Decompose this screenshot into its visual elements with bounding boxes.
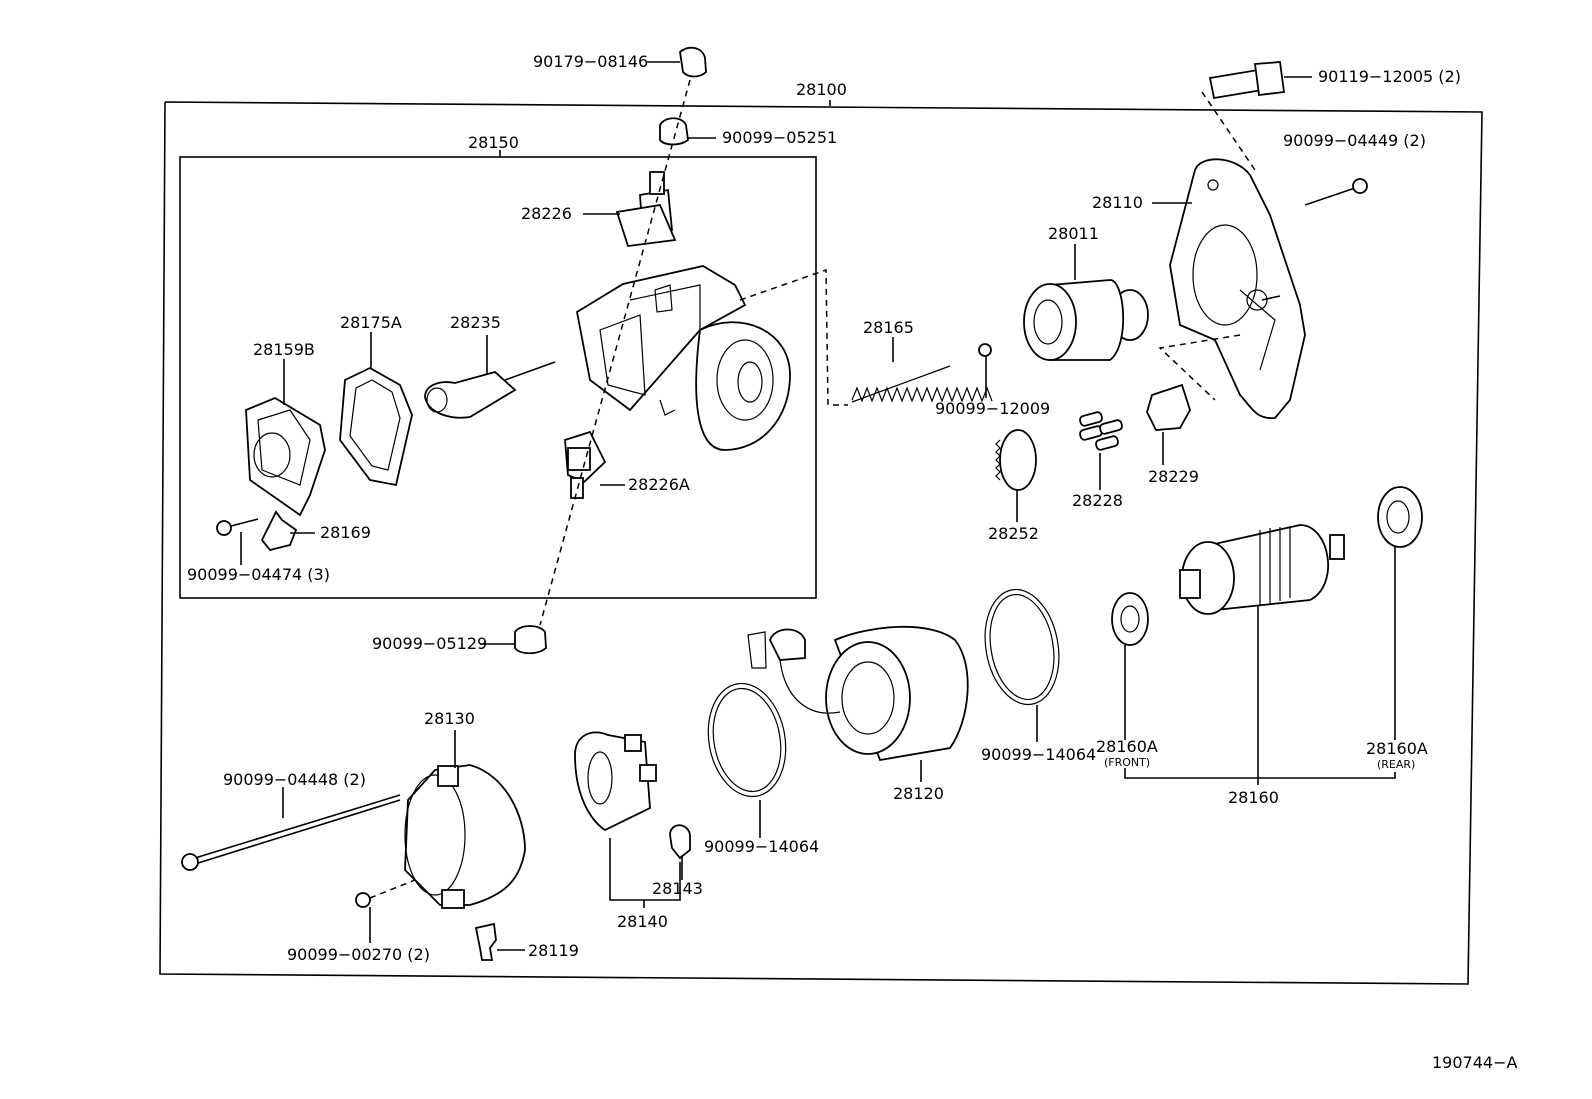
solenoid-housing — [575, 265, 791, 451]
bolt-90099-04449 — [1304, 178, 1368, 206]
solenoid-group-frame-28150 — [179, 150, 817, 599]
end-cover-28159B — [245, 396, 326, 517]
label-28110: 28110 — [1092, 193, 1143, 212]
label-28226A: 28226A — [628, 475, 690, 494]
label-28160A-rear: 28160A — [1366, 739, 1428, 758]
screw-90099-04474 — [216, 518, 259, 536]
clutch-28011 — [1023, 279, 1149, 361]
label-28130: 28130 — [424, 709, 475, 728]
label-28160: 28160 — [1228, 788, 1279, 807]
label-28229: 28229 — [1148, 467, 1199, 486]
bearing-28160A-front — [1111, 592, 1149, 646]
dashed-guide-solenoid-spring — [739, 268, 848, 406]
leader-lines — [240, 61, 1396, 951]
nut-90099-05251 — [659, 117, 689, 146]
spring-clip-28143 — [669, 824, 691, 860]
label-28160A-front: 28160A — [1096, 737, 1158, 756]
clip-28169 — [260, 510, 298, 552]
label-28252: 28252 — [988, 524, 1039, 543]
label-90099-05129: 90099−05129 — [372, 634, 487, 653]
label-28159B: 28159B — [253, 340, 315, 359]
label-90099-04474: 90099−04474 (3) — [187, 565, 330, 584]
screw-90099-00270 — [355, 879, 416, 908]
spring-28165 — [851, 365, 993, 403]
rollers-28228 — [1079, 411, 1123, 451]
housing-28110 — [1169, 158, 1306, 419]
ball-90099-12009 — [978, 343, 992, 357]
end-frame-28130 — [404, 764, 526, 909]
yoke-28120 — [747, 625, 969, 762]
label-28119: 28119 — [528, 941, 579, 960]
label-28235: 28235 — [450, 313, 501, 332]
label-28165: 28165 — [863, 318, 914, 337]
assembly-frame-28100 — [159, 100, 1483, 985]
label-90099-04449: 90099−04449 (2) — [1283, 131, 1426, 150]
cap-90179-08146 — [679, 46, 707, 78]
dashed-guide-housing — [1158, 91, 1256, 401]
label-28228: 28228 — [1072, 491, 1123, 510]
label-28140: 28140 — [617, 912, 668, 931]
armature-28160 — [1179, 524, 1345, 615]
figure-number: 190744−A — [1432, 1053, 1517, 1072]
retainer-28229 — [1146, 383, 1191, 431]
bearing-28160A-rear — [1377, 486, 1423, 548]
label-90179-08146: 90179−08146 — [533, 52, 648, 71]
terminal-bolt-28226 — [615, 171, 677, 247]
label-28100: 28100 — [796, 80, 847, 99]
label-90119-12005: 90119−12005 (2) — [1318, 67, 1461, 86]
label-90099-05251: 90099−05251 — [722, 128, 837, 147]
label-28175A: 28175A — [340, 313, 402, 332]
label-90099-14064-b: 90099−14064 — [981, 745, 1096, 764]
label-90099-14064-a: 90099−14064 — [704, 837, 819, 856]
bolt-90119-12005 — [1208, 61, 1286, 100]
label-28150: 28150 — [468, 133, 519, 152]
plug-28119 — [474, 922, 497, 961]
o-ring-90099-14064-a — [707, 682, 787, 798]
label-28226: 28226 — [521, 204, 572, 223]
label-28169: 28169 — [320, 523, 371, 542]
gear-28252 — [995, 429, 1037, 491]
plunger-28235 — [424, 361, 556, 419]
label-90099-12009: 90099−12009 — [935, 399, 1050, 418]
label-28011: 28011 — [1048, 224, 1099, 243]
label-90099-00270: 90099−00270 (2) — [287, 945, 430, 964]
brush-holder-28140 — [574, 731, 657, 832]
label-28120: 28120 — [893, 784, 944, 803]
label-front: (FRONT) — [1104, 756, 1150, 769]
label-28143: 28143 — [652, 879, 703, 898]
nut-90099-05129 — [514, 625, 547, 655]
o-ring-90099-14064-b — [984, 588, 1060, 706]
label-rear: (REAR) — [1377, 758, 1415, 771]
part-labels: 28100 28150 90179−08146 90099−05251 2822… — [187, 52, 1517, 1072]
terminal-bolt-28226A — [564, 430, 607, 499]
gasket-28175A — [339, 366, 413, 487]
through-bolt-90099-04448 — [181, 794, 401, 871]
label-90099-04448: 90099−04448 (2) — [223, 770, 366, 789]
